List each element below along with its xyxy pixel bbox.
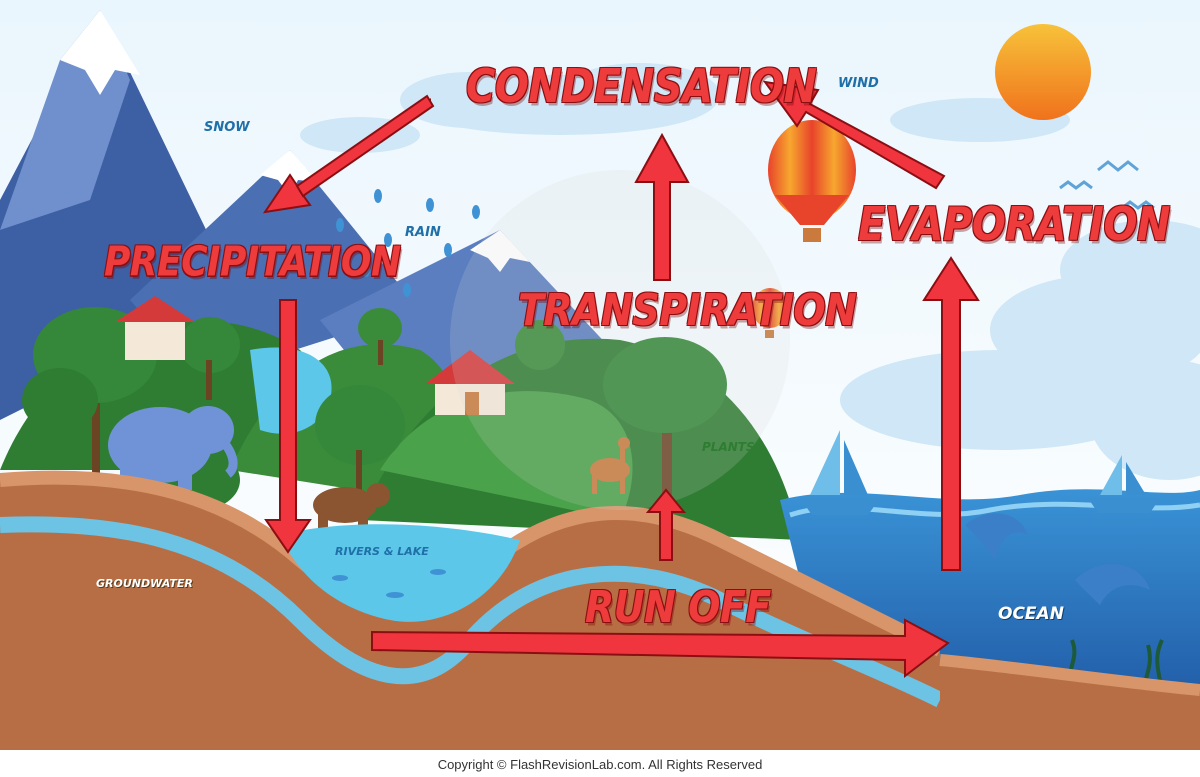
- runoff-label: RUN OFF: [585, 582, 771, 633]
- wind-label: WIND: [838, 76, 879, 91]
- groundwater-label: GROUNDWATER: [96, 577, 193, 590]
- condensation-label: CONDENSATION: [466, 61, 816, 114]
- precipitation-label: PRECIPITATION: [104, 239, 401, 286]
- transpiration-label: TRANSPIRATION: [518, 285, 856, 336]
- plants-label: PLANTS: [702, 440, 755, 454]
- rivers-lake-label: RIVERS & LAKE: [335, 545, 429, 558]
- background-watermark: [450, 170, 790, 510]
- rain-label: RAIN: [405, 225, 441, 240]
- snow-label: SNOW: [204, 120, 250, 135]
- evaporation-label: EVAPORATION: [858, 199, 1170, 252]
- copyright-notice: Copyright © FlashRevisionLab.com. All Ri…: [0, 752, 1200, 777]
- sun-icon: [995, 24, 1091, 120]
- ocean-label: OCEAN: [998, 604, 1064, 624]
